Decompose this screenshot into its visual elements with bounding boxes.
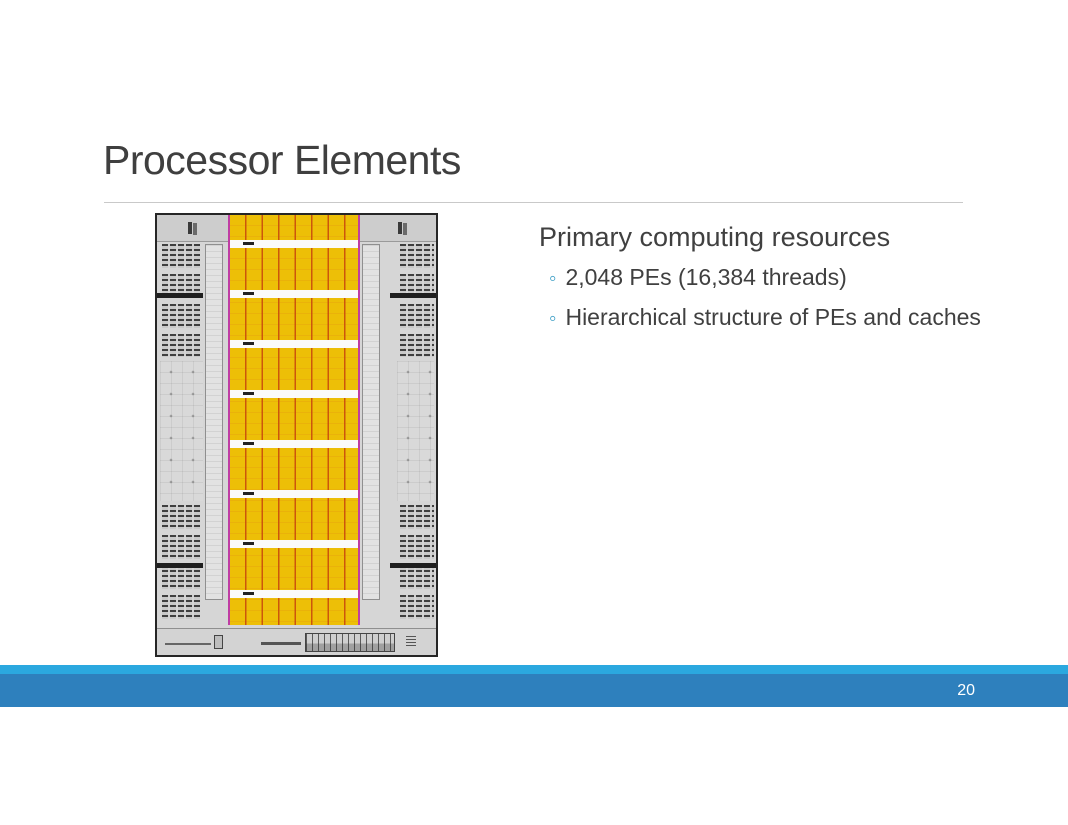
die-power-strap [157,293,203,298]
slide-title: Processor Elements [103,137,461,183]
bullet-item: ◦ Hierarchical structure of PEs and cach… [539,298,1039,338]
die-pe-array-highlight [228,215,360,625]
footer-bar: 20 [0,674,1068,707]
slide-body: Primary computing resources ◦ 2,048 PEs … [539,221,1039,338]
die-power-strap [390,563,436,568]
page-number: 20 [957,681,975,699]
die-sram-bank-right-top [400,244,434,357]
die-bottom-label-right [406,636,416,647]
die-bottom-block [214,635,223,649]
die-bottom-label-center [261,642,301,645]
die-power-strap [390,293,436,298]
die-sram-bank-left-top [162,244,200,357]
die-filler-left [160,361,203,501]
bullet-text: Hierarchical structure of PEs and caches [565,304,981,330]
die-spine-left [205,244,223,600]
die-spine-right [362,244,380,600]
die-filler-right [397,361,434,501]
die-bottom-io-cells [305,633,395,652]
title-divider [104,202,963,203]
footer-accent-stripe [0,665,1068,674]
bullet-text: 2,048 PEs (16,384 threads) [565,264,847,290]
die-bottom-label-left [165,643,211,645]
bullet-circle-icon: ◦ [549,267,557,290]
die-pe-row-ticks [243,242,254,245]
bullet-circle-icon: ◦ [549,307,557,330]
die-bottom-band [157,628,436,655]
body-heading: Primary computing resources [539,222,891,252]
die-top-label-left [188,222,192,234]
bullet-item: ◦ 2,048 PEs (16,384 threads) [539,258,1039,298]
die-power-strap [157,563,203,568]
die-top-label-right [398,222,402,234]
processor-die-photo [155,213,438,657]
